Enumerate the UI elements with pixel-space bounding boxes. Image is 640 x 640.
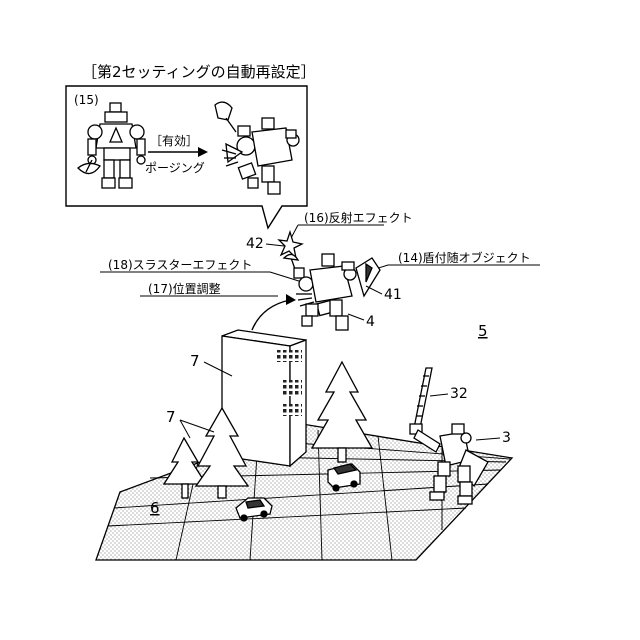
header-title: ［第2セッティングの自動再設定］ xyxy=(82,63,316,81)
flying-robot xyxy=(279,232,380,330)
ref-32: 32 xyxy=(450,386,468,402)
ref-7-building: 7 xyxy=(190,352,200,370)
callout-shield: (14)盾付随オブジェクト xyxy=(398,250,531,265)
ref-4: 4 xyxy=(366,314,375,330)
inset-arrow-label: ［有効］ xyxy=(150,133,198,148)
inset-arrow-caption: ポージング xyxy=(145,161,205,175)
callout-reflection: (16)反射エフェクト xyxy=(304,210,413,225)
ref-3: 3 xyxy=(502,430,511,446)
tree-tall xyxy=(312,362,372,462)
callout-thruster: (18)スラスターエフェクト xyxy=(108,258,252,272)
ref-41: 41 xyxy=(384,287,402,303)
callout-position: (17)位置調整 xyxy=(148,281,221,296)
position-adjust-arrow xyxy=(252,300,290,330)
ref-5: 5 xyxy=(478,322,488,340)
ref-6: 6 xyxy=(150,499,160,517)
inset-ref-label: (15) xyxy=(74,93,99,107)
ref-7-trees: 7 xyxy=(166,408,176,426)
ref-42: 42 xyxy=(246,236,264,252)
